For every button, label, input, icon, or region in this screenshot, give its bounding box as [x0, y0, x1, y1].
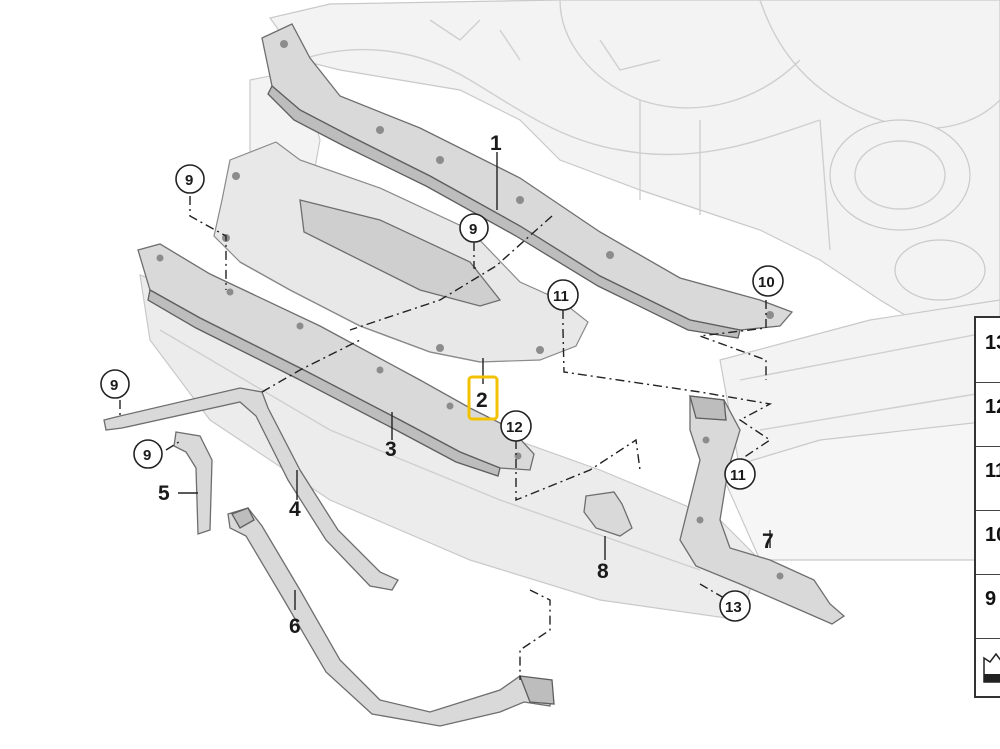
- callout-2-highlight-box: [467, 375, 499, 421]
- svg-text:9: 9: [110, 377, 118, 394]
- legend-row-number: 12: [985, 396, 1000, 418]
- legend-row-number: 9: [985, 588, 997, 610]
- legend-row-number: 11: [985, 460, 1000, 482]
- legend-row[interactable]: 10: [976, 510, 1000, 575]
- legend-row[interactable]: 9: [976, 574, 1000, 639]
- leader-lines: [119, 152, 773, 680]
- part-4-strut: [103, 387, 399, 591]
- callout-4: 4: [289, 498, 301, 521]
- callout-5: 5: [158, 482, 170, 505]
- legend-row-number: 13: [985, 332, 1000, 354]
- callout-1: 1: [490, 132, 502, 155]
- callout-7: 7: [762, 530, 774, 553]
- svg-text:9: 9: [143, 447, 151, 464]
- callout-6: 6: [289, 615, 301, 638]
- part-5-bracket: [173, 431, 213, 535]
- legend-row-number: 10: [985, 524, 1000, 546]
- parts-legend-table: 13 12 11 10 9: [974, 316, 1000, 698]
- callout-3: 3: [385, 438, 397, 461]
- callout-9-top-left: 9: [175, 164, 205, 194]
- svg-text:11: 11: [553, 288, 569, 305]
- callout-11-top: 11: [547, 279, 579, 311]
- svg-text:12: 12: [506, 419, 523, 436]
- callouts: 1 3 4 5 6 7 8 2 9 9 9 9 10: [100, 132, 784, 638]
- part-3-lower-crossmember: [137, 243, 535, 477]
- tray-icon: [983, 652, 1000, 683]
- callout-9-center: 9: [459, 213, 489, 243]
- legend-row[interactable]: 13: [976, 318, 1000, 383]
- callout-10: 10: [752, 265, 784, 297]
- callout-8: 8: [597, 560, 609, 583]
- svg-text:9: 9: [185, 172, 193, 189]
- callout-9-left: 9: [100, 369, 130, 399]
- svg-text:11: 11: [730, 467, 746, 484]
- part-1-upper-crossmember: [261, 23, 794, 339]
- svg-text:13: 13: [725, 599, 742, 616]
- callout-12: 12: [500, 410, 532, 442]
- svg-text:10: 10: [758, 274, 775, 291]
- part-8-small-bracket: [583, 491, 633, 537]
- callout-13: 13: [719, 590, 751, 622]
- part-2-cover-panel: [213, 141, 589, 363]
- legend-row[interactable]: 12: [976, 382, 1000, 447]
- legend-row[interactable]: 11: [976, 446, 1000, 511]
- callout-2: 2: [476, 389, 488, 412]
- svg-text:9: 9: [469, 221, 477, 238]
- callout-9-lower-left: 9: [133, 439, 163, 469]
- part-6-support-bar: [227, 507, 555, 727]
- callout-11-right: 11: [724, 458, 756, 490]
